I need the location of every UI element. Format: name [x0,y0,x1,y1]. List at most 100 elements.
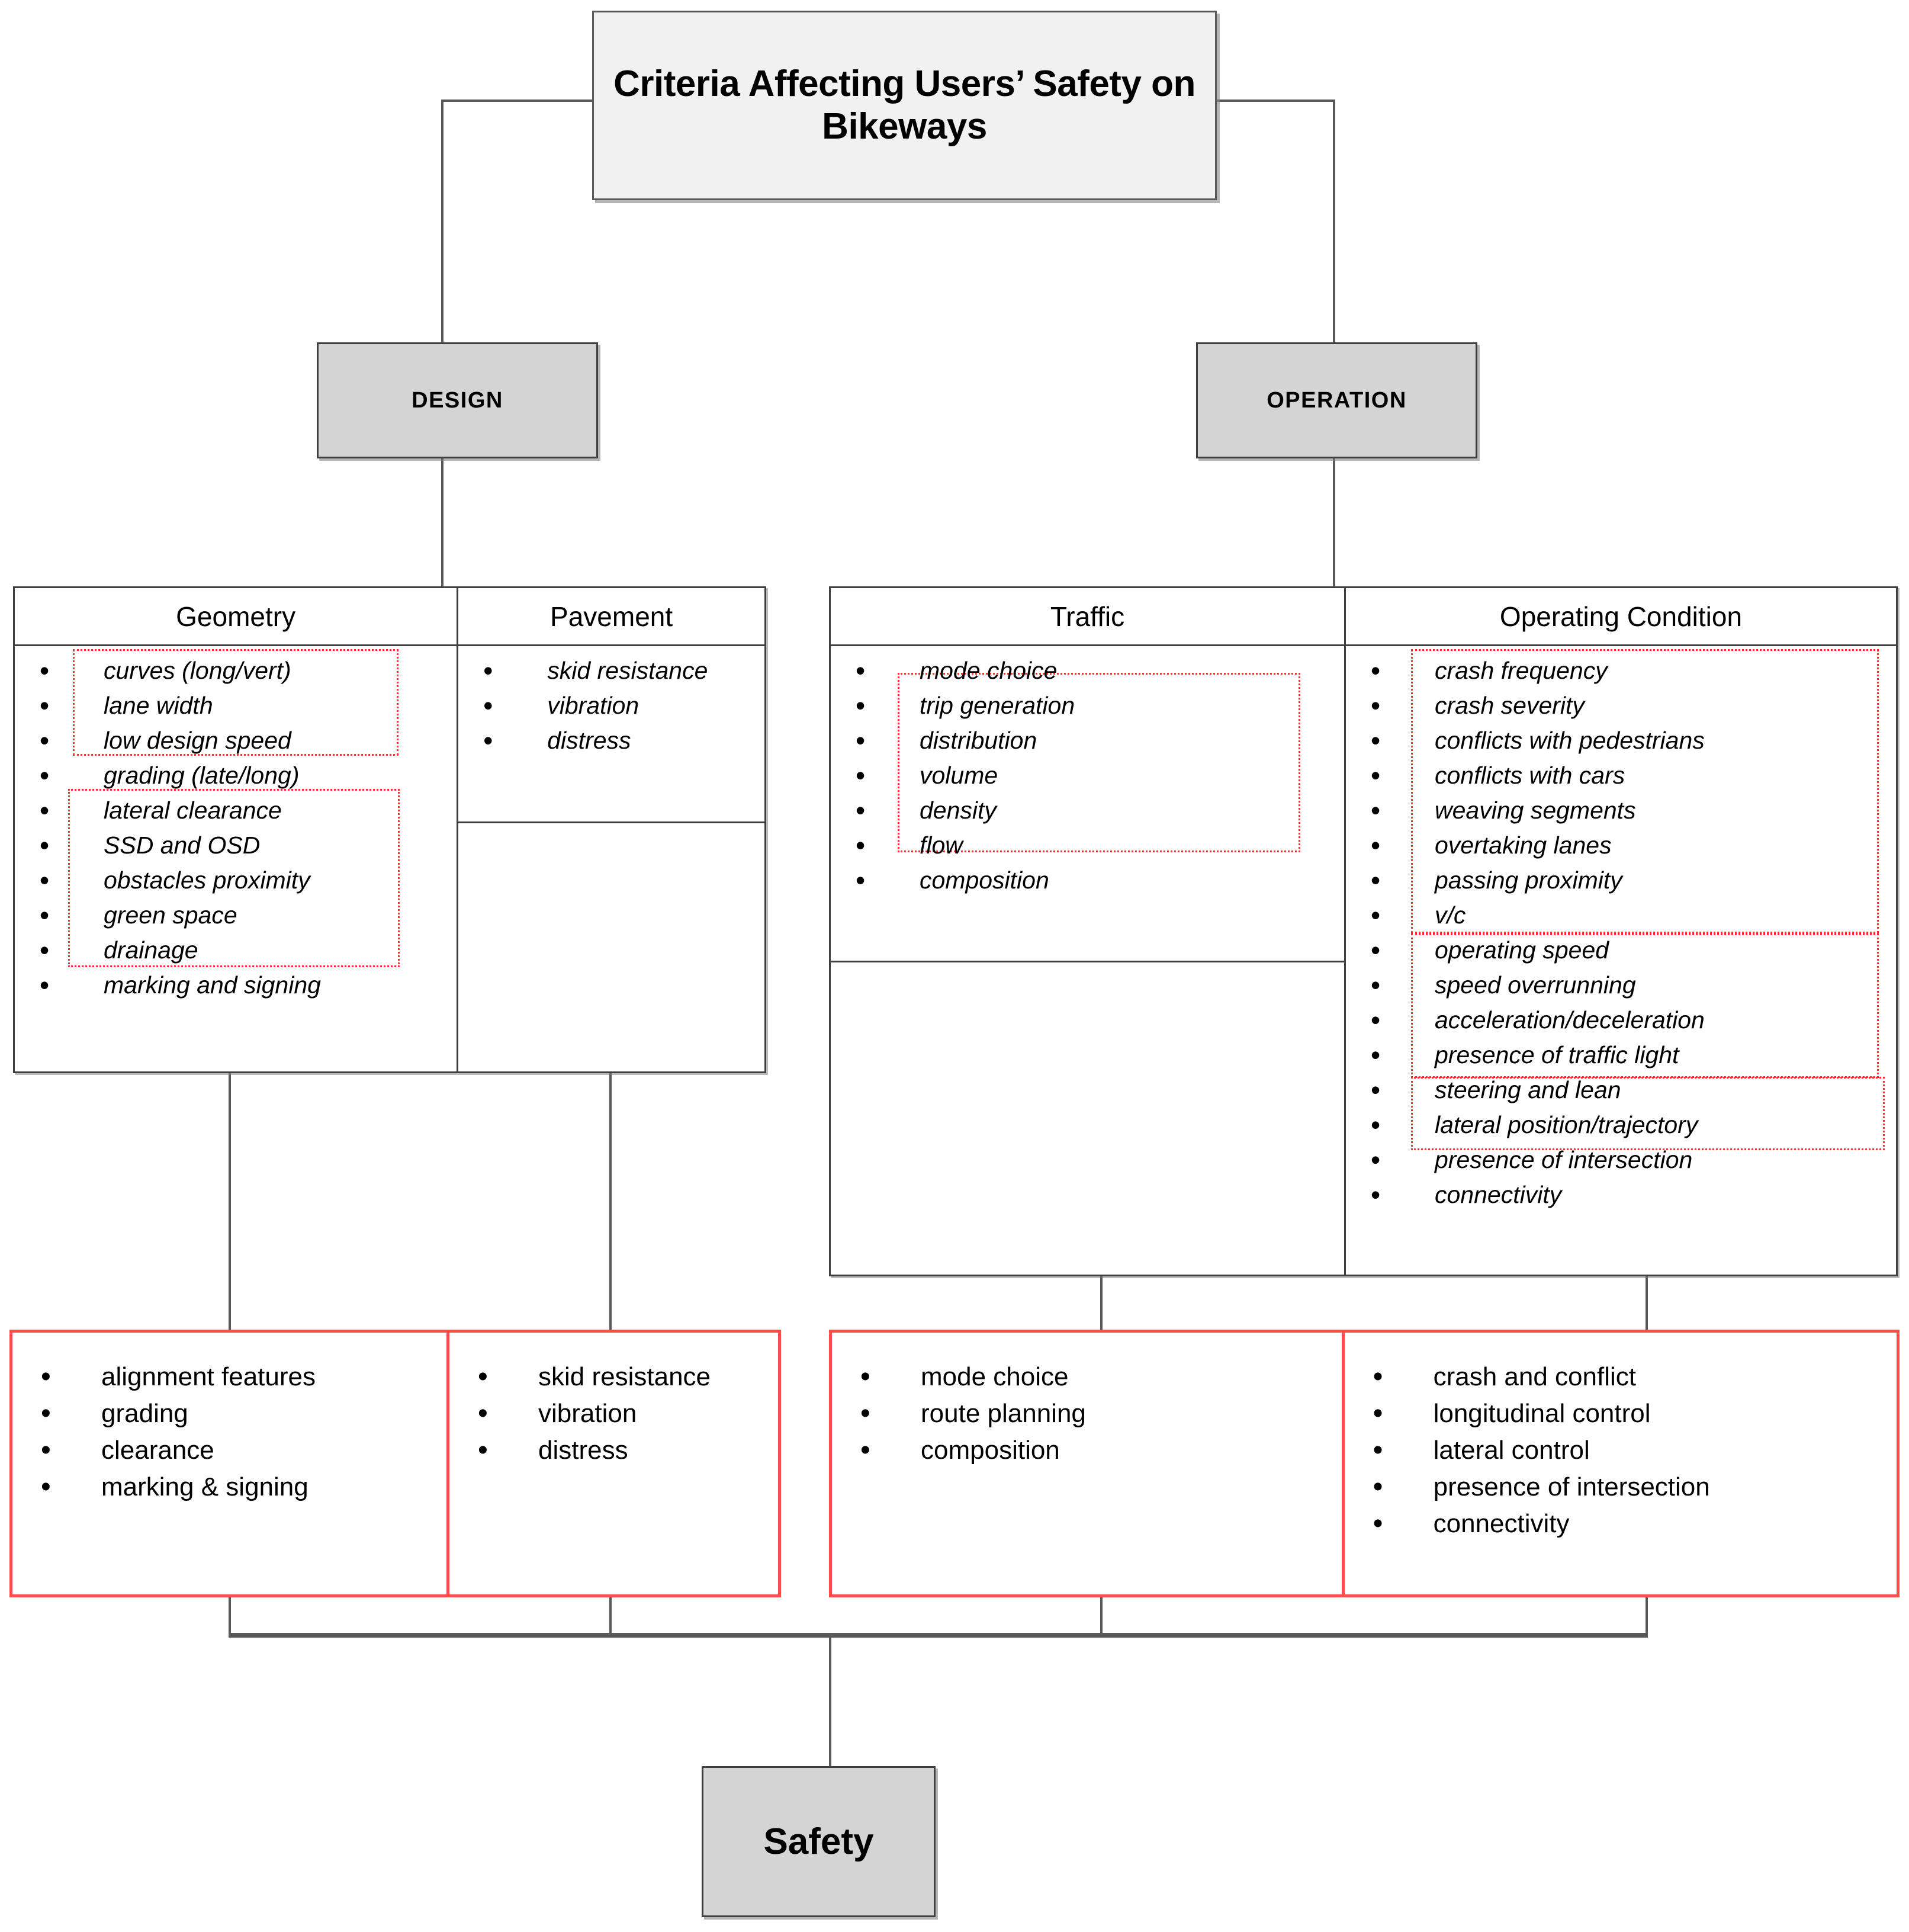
list-item: composition [831,863,1344,898]
list-item: drainage [15,933,457,968]
list-item: grading [12,1395,446,1432]
criteria-body-operating-condition: crash frequency crash severity conflicts… [1346,646,1896,1275]
outcome-box-safety[interactable]: Safety [702,1766,936,1917]
criteria-header-pavement: Pavement [458,588,764,646]
list-item: marking & signing [12,1469,446,1506]
summary-list-operating-condition: crash and conflict longitudinal control … [1345,1359,1897,1542]
list-item: green space [15,898,457,933]
list-item: low design speed [15,723,457,758]
criteria-column-operating-condition: Operating Condition crash frequency cras… [1344,588,1896,1275]
list-item: obstacles proximity [15,863,457,898]
connector-summary-bus [229,1633,1648,1638]
list-item: marking and signing [15,968,457,1003]
list-item: trip generation [831,688,1344,723]
list-item: connectivity [1345,1506,1897,1542]
list-item: speed overrunning [1346,968,1896,1003]
list-item: alignment features [12,1359,446,1395]
criteria-header-geometry: Geometry [15,588,457,646]
list-item: connectivity [1346,1177,1896,1212]
list-item: steering and lean [1346,1073,1896,1108]
list-item: clearance [12,1432,446,1469]
list-item: density [831,793,1344,828]
list-item: v/c [1346,898,1896,933]
criteria-column-traffic: Traffic mode choice trip generation dist… [831,588,1344,1275]
list-item: lateral position/trajectory [1346,1108,1896,1142]
connector-title-to-design-vertical [441,100,443,344]
list-item: passing proximity [1346,863,1896,898]
geometry-summary-column: alignment features grading clearance mar… [12,1333,446,1594]
list-item: crash frequency [1346,653,1896,688]
list-item: skid resistance [458,653,764,688]
list-item: skid resistance [449,1359,778,1395]
list-item: operating speed [1346,933,1896,968]
category-box-design[interactable]: DESIGN [317,342,598,458]
summary-list-traffic: mode choice route planning composition [832,1359,1342,1469]
connector-operation-summary-right-drop [1646,1597,1648,1635]
criteria-body-geometry: curves (long/vert) lane width low design… [15,646,457,1071]
criteria-header-operating-condition: Operating Condition [1346,588,1896,646]
list-item: longitudinal control [1345,1395,1897,1432]
operation-summary-box: mode choice route planning composition c… [829,1330,1900,1597]
criteria-list-pavement: skid resistance vibration distress [458,653,764,758]
list-item: SSD and OSD [15,828,457,863]
connector-title-to-operation-horizontal [1184,100,1335,102]
list-item: mode choice [831,653,1344,688]
category-label-operation: OPERATION [1267,387,1407,413]
list-item: composition [832,1432,1342,1469]
connector-design-to-table [441,457,443,588]
list-item: volume [831,758,1344,793]
list-item: distress [458,723,764,758]
list-item: distribution [831,723,1344,758]
connector-design-summary-left-drop [229,1597,231,1635]
list-item: vibration [458,688,764,723]
list-item: conflicts with pedestrians [1346,723,1896,758]
connector-title-to-design-horizontal [441,100,592,102]
list-item: vibration [449,1395,778,1432]
list-item: presence of intersection [1346,1142,1896,1177]
criteria-body-traffic: mode choice trip generation distribution… [831,646,1344,962]
list-item: acceleration/deceleration [1346,1003,1896,1038]
criteria-list-operating-condition: crash frequency crash severity conflicts… [1346,653,1896,1212]
list-item: curves (long/vert) [15,653,457,688]
connector-design-summary-right-drop [609,1597,612,1635]
list-item: weaving segments [1346,793,1896,828]
list-item: mode choice [832,1359,1342,1395]
pavement-summary-column: skid resistance vibration distress [446,1333,778,1594]
summary-list-pavement: skid resistance vibration distress [449,1359,778,1469]
list-item: crash and conflict [1345,1359,1897,1395]
list-item: presence of traffic light [1346,1038,1896,1073]
summary-list-geometry: alignment features grading clearance mar… [12,1359,446,1506]
connector-operation-to-table [1333,457,1335,588]
list-item: grading (late/long) [15,758,457,793]
list-item: overtaking lanes [1346,828,1896,863]
list-item: presence of intersection [1345,1469,1897,1506]
connector-operating-condition-to-summary [1646,1276,1648,1334]
list-item: route planning [832,1395,1342,1432]
criteria-column-pavement: Pavement skid resistance vibration distr… [457,588,764,1071]
criteria-list-traffic: mode choice trip generation distribution… [831,653,1344,898]
connector-title-to-operation-vertical [1333,100,1335,344]
category-label-design: DESIGN [412,387,503,413]
criteria-header-traffic: Traffic [831,588,1344,646]
operation-criteria-table: Traffic mode choice trip generation dist… [829,586,1898,1276]
list-item: lane width [15,688,457,723]
outcome-label-safety: Safety [763,1821,874,1862]
connector-geometry-to-summary [229,1073,231,1334]
category-box-operation[interactable]: OPERATION [1196,342,1477,458]
list-item: crash severity [1346,688,1896,723]
list-item: lateral control [1345,1432,1897,1469]
design-criteria-table: Geometry curves (long/vert) lane width l… [13,586,766,1073]
connector-bus-to-safety [829,1633,831,1767]
criteria-list-geometry: curves (long/vert) lane width low design… [15,653,457,1003]
title-box: Criteria Affecting Users’ Safety on Bike… [592,11,1217,200]
criteria-column-geometry: Geometry curves (long/vert) lane width l… [15,588,457,1071]
list-item: flow [831,828,1344,863]
design-summary-box: alignment features grading clearance mar… [9,1330,781,1597]
criteria-body-pavement: skid resistance vibration distress [458,646,764,823]
list-item: lateral clearance [15,793,457,828]
list-item: distress [449,1432,778,1469]
title-label: Criteria Affecting Users’ Safety on Bike… [613,63,1195,147]
operating-condition-summary-column: crash and conflict longitudinal control … [1341,1333,1897,1594]
connector-operation-summary-left-drop [1100,1597,1103,1635]
